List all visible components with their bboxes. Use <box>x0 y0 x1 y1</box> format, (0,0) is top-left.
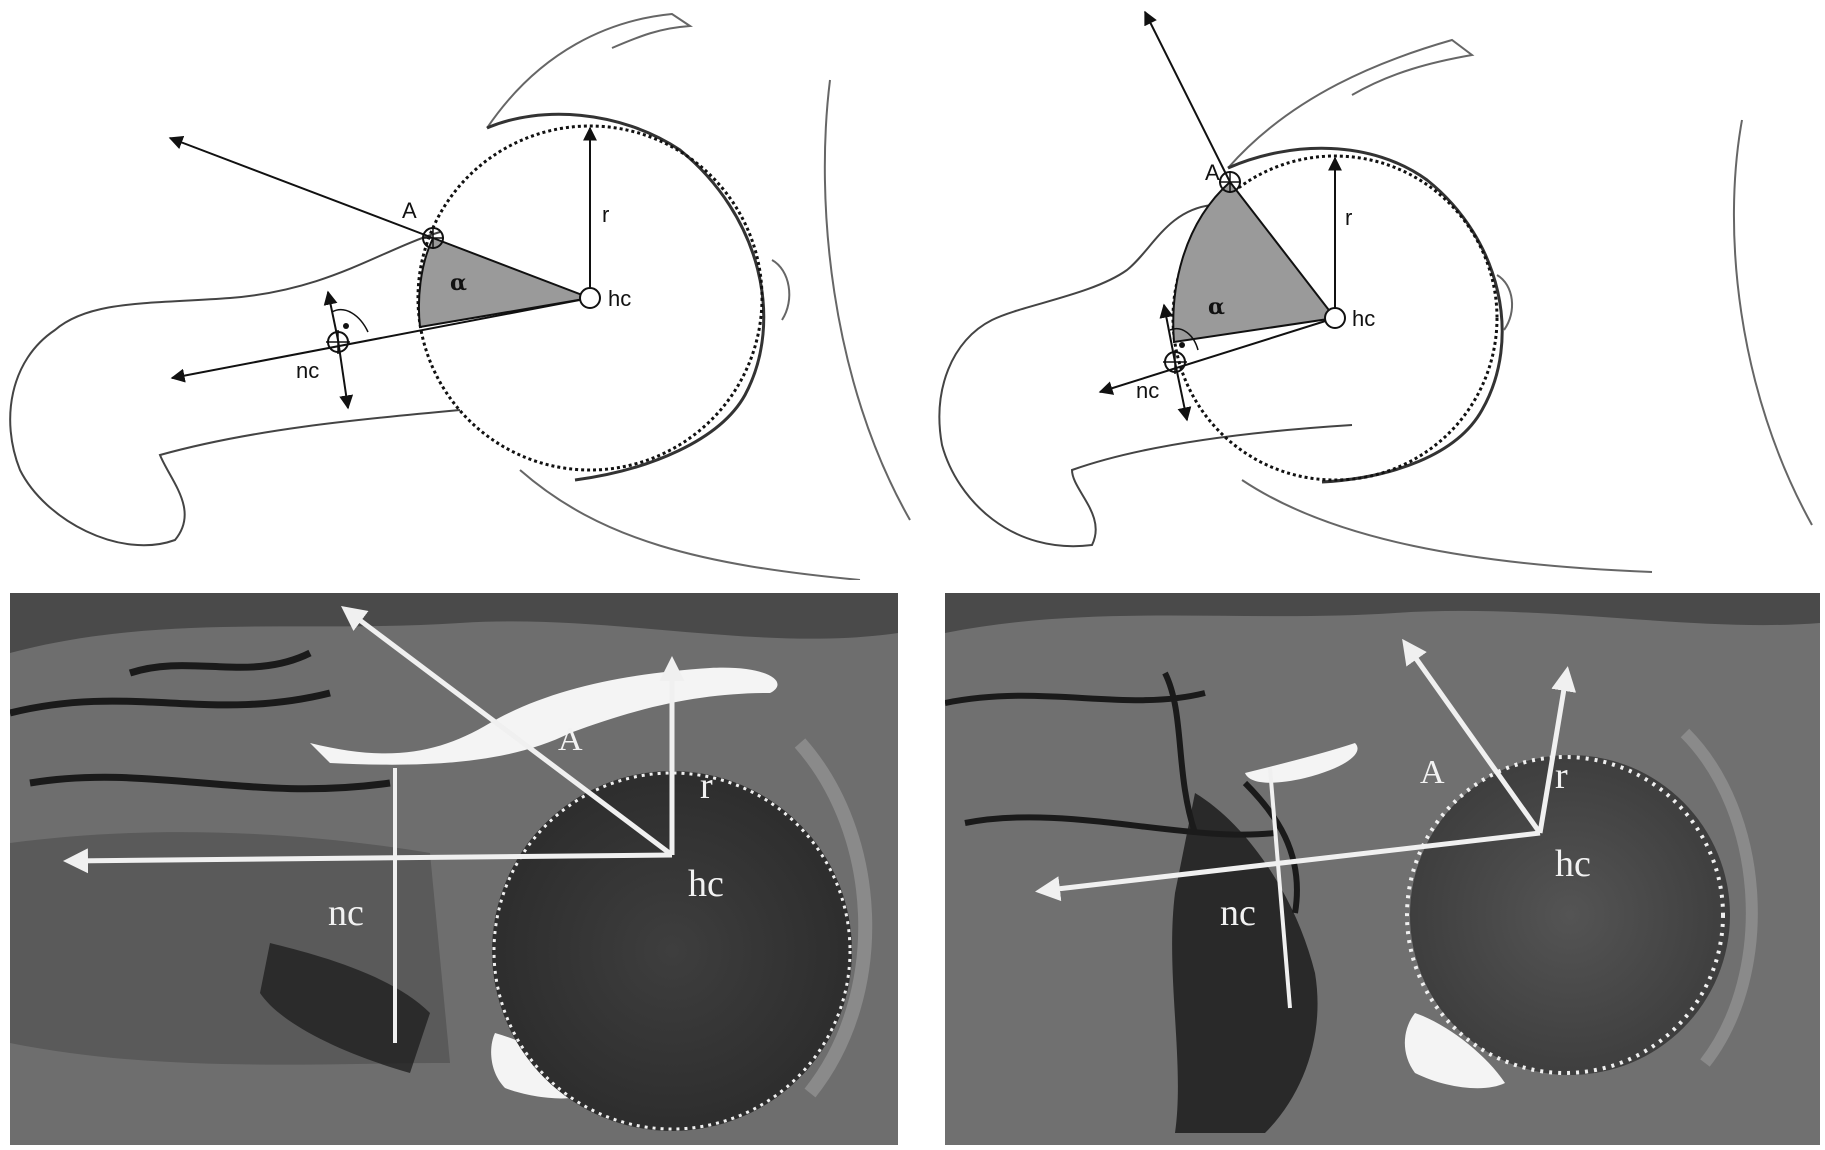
dark-fibres <box>10 649 391 904</box>
alpha-line-arrow <box>168 135 434 239</box>
label-alpha: α <box>1208 294 1225 320</box>
mri-normal-panel: A r hc nc <box>10 593 898 1145</box>
femoral-head <box>1410 755 1730 1075</box>
label-hc: hc <box>608 286 631 311</box>
femoral-head-dotted-circle <box>492 771 852 1131</box>
label-hc: hc <box>1555 843 1591 885</box>
labrum-outline <box>771 259 791 321</box>
alpha-line-arrow <box>1402 638 1543 835</box>
mri-normal-svg: A r hc nc <box>10 593 898 1145</box>
femoral-head-circle <box>416 124 764 472</box>
schematic-normal-panel: A r α hc nc <box>0 0 912 580</box>
alpha-angle-wedge <box>1172 180 1337 344</box>
neck-axis-arrow <box>170 297 591 383</box>
soft-tissue-band <box>10 593 898 653</box>
label-hc: hc <box>688 863 724 905</box>
neck-axis-arrow <box>1098 317 1336 395</box>
head-center-marker <box>579 287 601 309</box>
pelvic-wall-outline <box>1733 119 1813 526</box>
label-a: A <box>1420 754 1445 791</box>
soft-tissue-band <box>945 593 1820 633</box>
acetabular-cartilage-rim <box>794 738 873 1098</box>
radius-arrow <box>1537 666 1577 834</box>
label-r: r <box>1555 755 1568 797</box>
dark-fibres <box>945 671 1300 914</box>
neck-axis-arrow <box>1035 830 1541 902</box>
label-a: A <box>558 721 583 758</box>
acetabulum-upper-outline <box>486 12 694 129</box>
label-nc: nc <box>1136 378 1159 403</box>
femur-outline <box>9 231 461 547</box>
acetabular-rim-outline <box>1227 146 1504 484</box>
pelvic-wall-outline <box>823 79 911 521</box>
right-angle-mark <box>1169 328 1199 351</box>
point-a-marker <box>1219 171 1241 193</box>
alpha-line-arrow <box>1144 10 1231 183</box>
bright-lower-spot <box>1404 1013 1505 1089</box>
label-a: A <box>1205 160 1220 185</box>
right-angle-dot <box>343 323 349 329</box>
alpha-line-arrow <box>341 605 674 857</box>
acetabular-rim-outline <box>486 112 766 482</box>
labrum-bright <box>1245 743 1358 783</box>
label-r: r <box>1345 205 1352 230</box>
labrum-outline <box>1496 274 1514 331</box>
label-hc: hc <box>1352 306 1375 331</box>
schematic-normal-svg: A r α hc nc <box>9 12 911 580</box>
label-nc: nc <box>1220 892 1256 934</box>
right-angle-dot <box>1179 342 1185 348</box>
neck-center-marker <box>1163 350 1187 374</box>
acetabulum-upper-outline <box>1227 38 1475 169</box>
right-angle-mark <box>331 309 369 333</box>
label-r: r <box>602 202 609 227</box>
head-center-marker <box>1324 307 1346 329</box>
label-r: r <box>700 765 713 807</box>
alpha-angle-wedge <box>417 236 594 329</box>
schematic-cam-svg: A r α hc nc <box>938 10 1813 573</box>
label-nc: nc <box>296 358 319 383</box>
mri-cam-panel: A r hc nc <box>945 593 1820 1145</box>
femoral-head-circle <box>1171 154 1499 482</box>
femur-outline <box>938 204 1353 548</box>
schematic-cam-panel: A r α hc nc <box>912 0 1825 580</box>
label-alpha: α <box>450 270 467 296</box>
neck-center-marker <box>326 330 350 354</box>
point-a-marker <box>422 227 444 249</box>
acetabulum-lower-outline <box>1241 479 1653 573</box>
acetabulum-lower-outline <box>519 469 861 580</box>
dark-shadow <box>260 943 430 1073</box>
mri-cam-svg: A r hc nc <box>945 593 1820 1145</box>
femoral-head-dotted-circle <box>1405 755 1725 1075</box>
dark-shadow <box>1172 793 1318 1133</box>
labrum-bright <box>310 667 778 765</box>
label-a: A <box>402 198 417 223</box>
acetabular-cartilage-rim <box>1680 728 1758 1067</box>
neck-perpendicular-line <box>1268 767 1292 1009</box>
label-nc: nc <box>328 892 364 934</box>
femoral-head <box>492 771 852 1131</box>
neck-axis-arrow <box>63 848 673 874</box>
